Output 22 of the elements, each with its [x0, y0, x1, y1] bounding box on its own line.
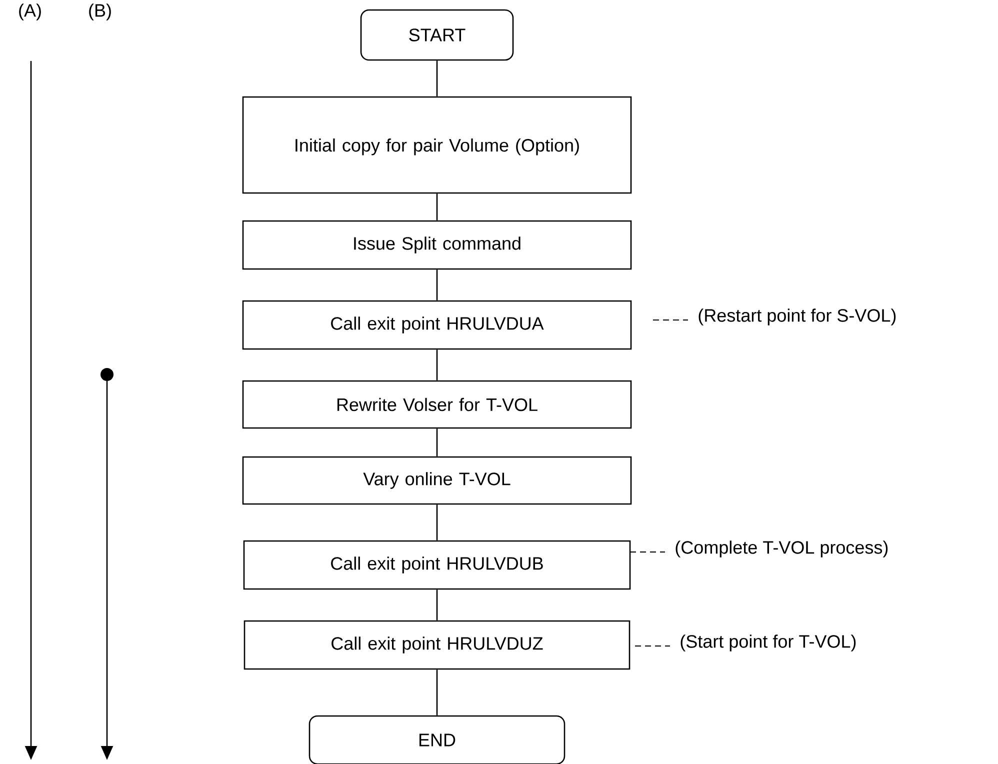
process-box: Initial copy for pair Volume (Option): [242, 96, 632, 194]
process-box: Call exit point HRULVDUZ: [244, 620, 630, 670]
column-label: (A): [19, 4, 41, 20]
terminal-box: END: [308, 715, 566, 764]
column-label: (B): [89, 4, 111, 20]
connector-line: [436, 670, 438, 716]
process-box: Call exit point HRULVDUA: [242, 300, 632, 350]
process-box: Vary online T-VOL: [242, 456, 632, 505]
connector-line: [436, 270, 438, 300]
connector-line: [436, 60, 438, 96]
process-box: Rewrite Volser for T-VOL: [242, 380, 632, 429]
terminal-box: START: [360, 9, 514, 61]
connector-line: [436, 350, 438, 380]
connector-line: [436, 194, 438, 220]
side-note: (Start point for T-VOL): [634, 634, 856, 652]
process-box: Call exit point HRULVDUB: [243, 540, 631, 590]
connector-line: [436, 428, 438, 456]
process-box: Issue Split command: [242, 220, 632, 270]
side-note: (Complete T-VOL process): [630, 540, 888, 558]
side-note: (Restart point for S-VOL): [652, 308, 896, 326]
connector-line: [436, 504, 438, 540]
connector-line: [436, 590, 438, 620]
